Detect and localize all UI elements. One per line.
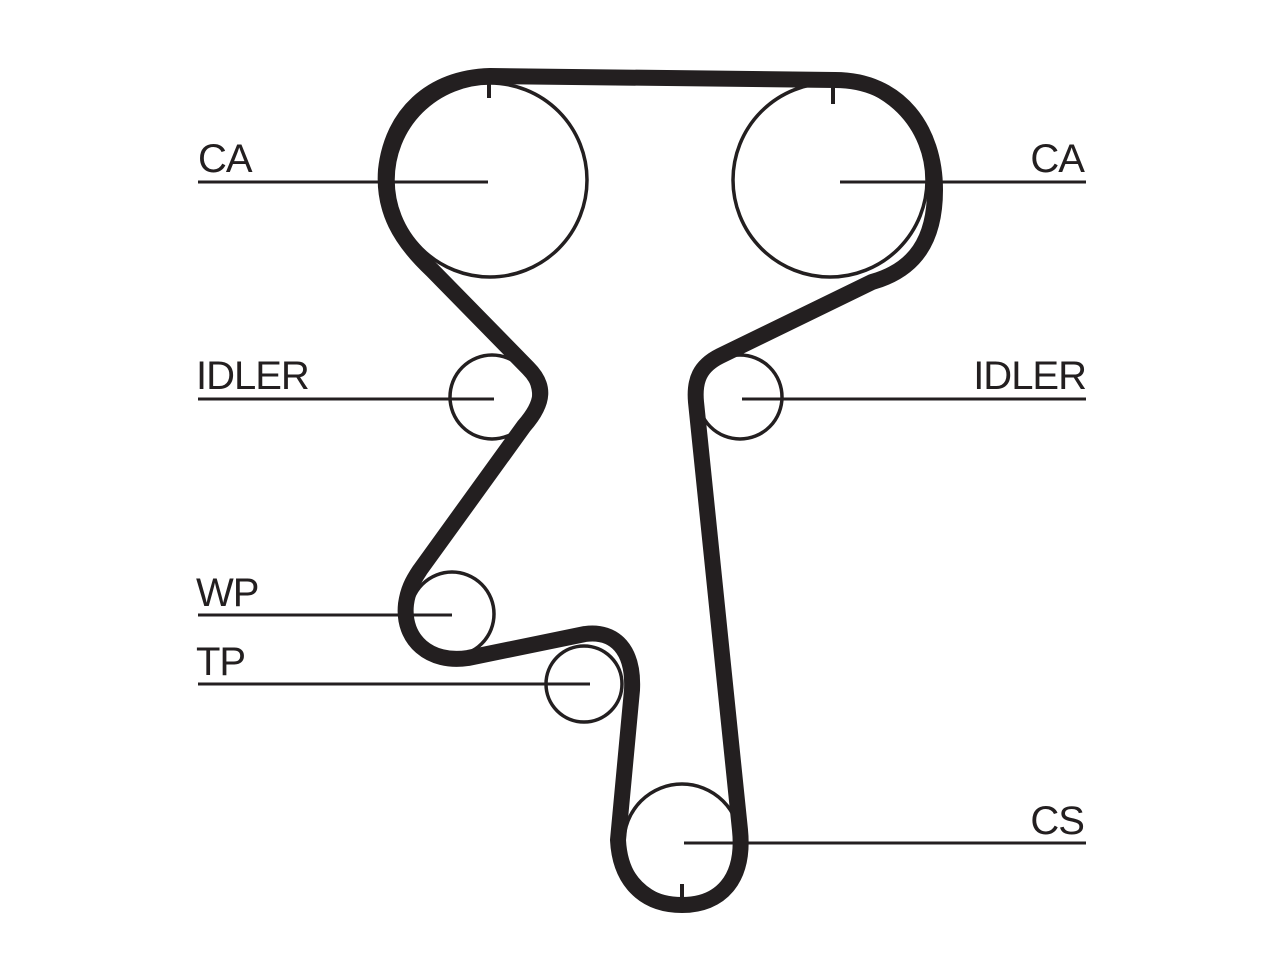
label-water-pump: WP bbox=[196, 571, 258, 615]
timing-belt-path bbox=[377, 68, 943, 913]
label-camshaft-left: CA bbox=[198, 137, 253, 181]
labels: CA CA IDLER IDLER WP TP CS bbox=[196, 137, 1087, 843]
label-crankshaft: CS bbox=[1030, 799, 1084, 843]
label-idler-left: IDLER bbox=[196, 354, 309, 398]
camshaft-left-pulley bbox=[391, 81, 589, 279]
timing-marks bbox=[487, 80, 835, 900]
label-tensioner-pulley: TP bbox=[196, 640, 245, 684]
timing-belt bbox=[377, 68, 943, 913]
label-camshaft-right: CA bbox=[1030, 137, 1085, 181]
label-idler-right: IDLER bbox=[973, 354, 1086, 398]
leader-lines bbox=[198, 180, 1086, 845]
camshaft-right-pulley bbox=[731, 81, 929, 279]
